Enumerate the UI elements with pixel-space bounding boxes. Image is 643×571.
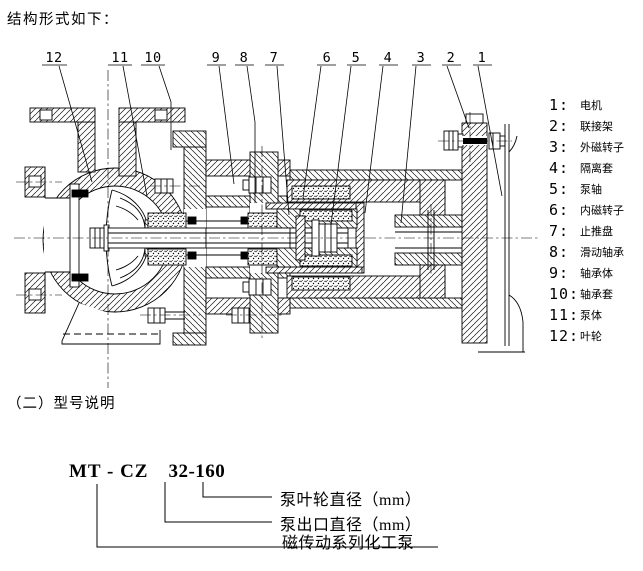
legend-part-number: 3: — [549, 138, 570, 157]
legend-part-label: 轴承套 — [580, 288, 613, 301]
callout-number: 11 — [111, 50, 128, 66]
legend-item: 9: 轴承体 — [549, 263, 624, 284]
model-label-outlet-diameter: 泵出口直径（mm） — [280, 517, 422, 534]
legend-part-number: 2: — [549, 117, 570, 136]
callout-number: 5 — [352, 50, 361, 66]
legend-part-number: 1: — [549, 96, 570, 115]
legend-part-label: 止推盘 — [580, 226, 613, 239]
legend-item: 12:叶轮 — [549, 325, 624, 346]
legend-part-number: 11: — [549, 305, 580, 324]
model-code: MT - CZ 32-160 — [69, 461, 225, 483]
legend-part-number: 12: — [549, 326, 580, 345]
callout-number: 12 — [45, 50, 62, 66]
callout-numbers: 12 11 10 9 8 7 6 5 4 3 2 1 — [45, 50, 487, 66]
callout-number: 6 — [323, 50, 332, 66]
legend-part-number: 6: — [549, 201, 570, 220]
callout-number: 3 — [417, 50, 426, 66]
legend-part-number: 10: — [549, 284, 580, 303]
legend-part-label: 滑动轴承 — [580, 247, 624, 260]
callout-number: 7 — [270, 50, 279, 66]
legend-part-label: 隔离套 — [580, 163, 613, 176]
legend-part-number: 8: — [549, 243, 570, 262]
callout-number: 10 — [144, 50, 161, 66]
legend-part-label: 泵轴 — [580, 184, 602, 197]
legend-item: 3: 外磁转子 — [549, 137, 624, 158]
callout-number: 1 — [478, 50, 487, 66]
model-label-impeller-diameter: 泵叶轮直径（mm） — [280, 492, 422, 509]
pump-shaft — [107, 215, 349, 261]
legend-item: 2: 联接架 — [549, 116, 624, 137]
legend-part-label: 泵体 — [580, 309, 602, 322]
legend-item: 6: 内磁转子 — [549, 200, 624, 221]
callout-number: 4 — [384, 50, 393, 66]
magnetic-coupling — [265, 169, 466, 309]
pump-body-volute — [24, 107, 188, 345]
model-label-series-name: 磁传动系列化工泵 — [282, 535, 415, 552]
model-connector-lines — [96, 482, 438, 548]
legend-item: 4: 隔离套 — [549, 158, 624, 179]
model-code-prefix: MT - CZ — [69, 461, 149, 482]
legend-item: 5: 泵轴 — [549, 179, 624, 200]
centerlines — [14, 70, 540, 388]
legend-item: 1: 电机 — [549, 95, 624, 116]
legend-part-label: 联接架 — [580, 121, 613, 134]
model-section-heading: （二）型号说明 — [7, 396, 116, 412]
legend-part-number: 9: — [549, 263, 570, 282]
callout-number: 2 — [447, 50, 456, 66]
legend-item: 10:轴承套 — [549, 283, 624, 304]
callout-number: 9 — [212, 50, 221, 66]
legend-part-label: 外磁转子 — [580, 142, 624, 155]
legend-part-number: 7: — [549, 222, 570, 241]
legend-part-label: 电机 — [580, 100, 602, 113]
parts-legend: 1: 电机 2: 联接架 3: 外磁转子 4: 隔离套 5: 泵轴 6: 内磁转子 7: 止推… — [549, 95, 624, 346]
page-title: 结构形式如下： — [7, 12, 119, 28]
motor-flange-assembly — [394, 113, 525, 353]
legend-item: 7: 止推盘 — [549, 221, 624, 242]
legend-part-label: 叶轮 — [580, 330, 602, 343]
legend-item: 11:泵体 — [549, 304, 624, 325]
sliding-bearings — [147, 212, 287, 266]
callout-leader-lines — [42, 64, 503, 226]
legend-part-label: 轴承体 — [580, 267, 613, 280]
model-code-suffix: 32-160 — [168, 461, 226, 482]
callout-number: 8 — [240, 50, 249, 66]
legend-part-number: 4: — [549, 159, 570, 178]
legend-item: 8: 滑动轴承 — [549, 242, 624, 263]
legend-part-number: 5: — [549, 180, 570, 199]
legend-part-label: 内磁转子 — [580, 205, 624, 218]
pump-cross-section-diagram: 12 11 10 9 8 7 6 5 4 3 2 1 — [14, 50, 540, 388]
